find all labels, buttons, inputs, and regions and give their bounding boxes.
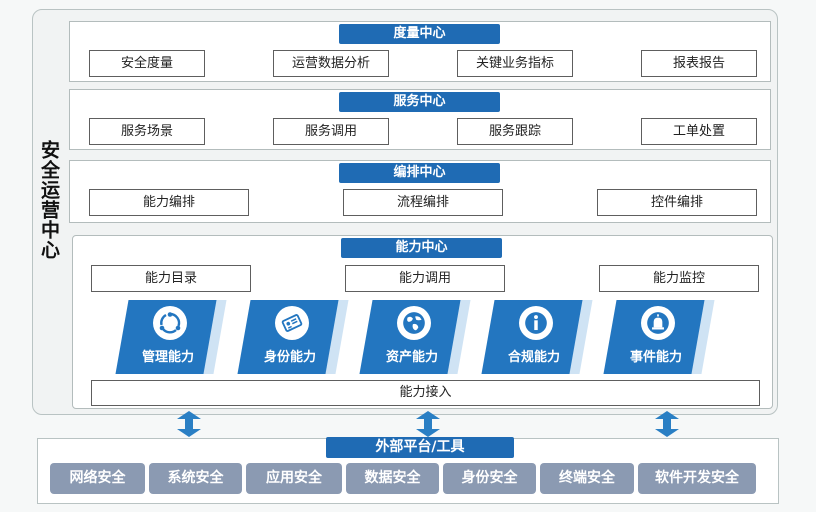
service-item[interactable]: 服务跟踪 [457, 118, 573, 145]
service-center-header: 服务中心 [339, 92, 500, 112]
external-tool-chip[interactable]: 系统安全 [149, 463, 242, 494]
capability-card-management[interactable]: 管理能力 [115, 300, 227, 376]
security-operations-center-title: 安全运营中心 [38, 140, 60, 260]
metrics-item[interactable]: 安全度量 [89, 50, 205, 77]
capability-card-compliance[interactable]: 合规能力 [481, 300, 593, 376]
external-tool-chip[interactable]: 网络安全 [50, 463, 145, 494]
external-tool-chip[interactable]: 身份安全 [443, 463, 536, 494]
external-tool-chip[interactable]: 数据安全 [346, 463, 439, 494]
external-platform-header: 外部平台/工具 [326, 437, 514, 458]
capability-card-label: 合规能力 [507, 350, 560, 365]
metrics-item[interactable]: 报表报告 [641, 50, 757, 77]
capability-item[interactable]: 能力监控 [599, 265, 759, 292]
orchestration-center-header: 编排中心 [339, 163, 500, 183]
alarm-icon [641, 306, 675, 340]
metrics-center-header: 度量中心 [339, 24, 500, 44]
service-item[interactable]: 工单处置 [641, 118, 757, 145]
orchestration-item[interactable]: 控件编排 [597, 189, 757, 216]
network-icon [153, 306, 187, 340]
orchestration-item[interactable]: 流程编排 [343, 189, 503, 216]
capability-access-bar[interactable]: 能力接入 [91, 380, 760, 406]
capability-card-label: 资产能力 [385, 350, 438, 365]
id-card-icon [275, 306, 309, 340]
capability-center-header: 能力中心 [341, 238, 502, 258]
external-tool-chip[interactable]: 软件开发安全 [638, 463, 756, 494]
bidirectional-arrow-icon [177, 411, 201, 437]
bidirectional-arrow-icon [655, 411, 679, 437]
bidirectional-arrow-icon [416, 411, 440, 437]
capability-item[interactable]: 能力目录 [91, 265, 251, 292]
capability-card-event[interactable]: 事件能力 [603, 300, 715, 376]
globe-icon [397, 306, 431, 340]
info-icon [519, 306, 553, 340]
orchestration-item[interactable]: 能力编排 [89, 189, 249, 216]
service-item[interactable]: 服务场景 [89, 118, 205, 145]
capability-card-asset[interactable]: 资产能力 [359, 300, 471, 376]
capability-card-identity[interactable]: 身份能力 [237, 300, 349, 376]
external-tool-chip[interactable]: 终端安全 [540, 463, 634, 494]
capability-item[interactable]: 能力调用 [345, 265, 505, 292]
capability-card-label: 事件能力 [629, 350, 682, 365]
external-tool-chip[interactable]: 应用安全 [246, 463, 342, 494]
capability-card-label: 管理能力 [141, 350, 194, 365]
capability-card-label: 身份能力 [263, 350, 316, 365]
metrics-item[interactable]: 运营数据分析 [273, 50, 389, 77]
metrics-item[interactable]: 关键业务指标 [457, 50, 573, 77]
service-item[interactable]: 服务调用 [273, 118, 389, 145]
